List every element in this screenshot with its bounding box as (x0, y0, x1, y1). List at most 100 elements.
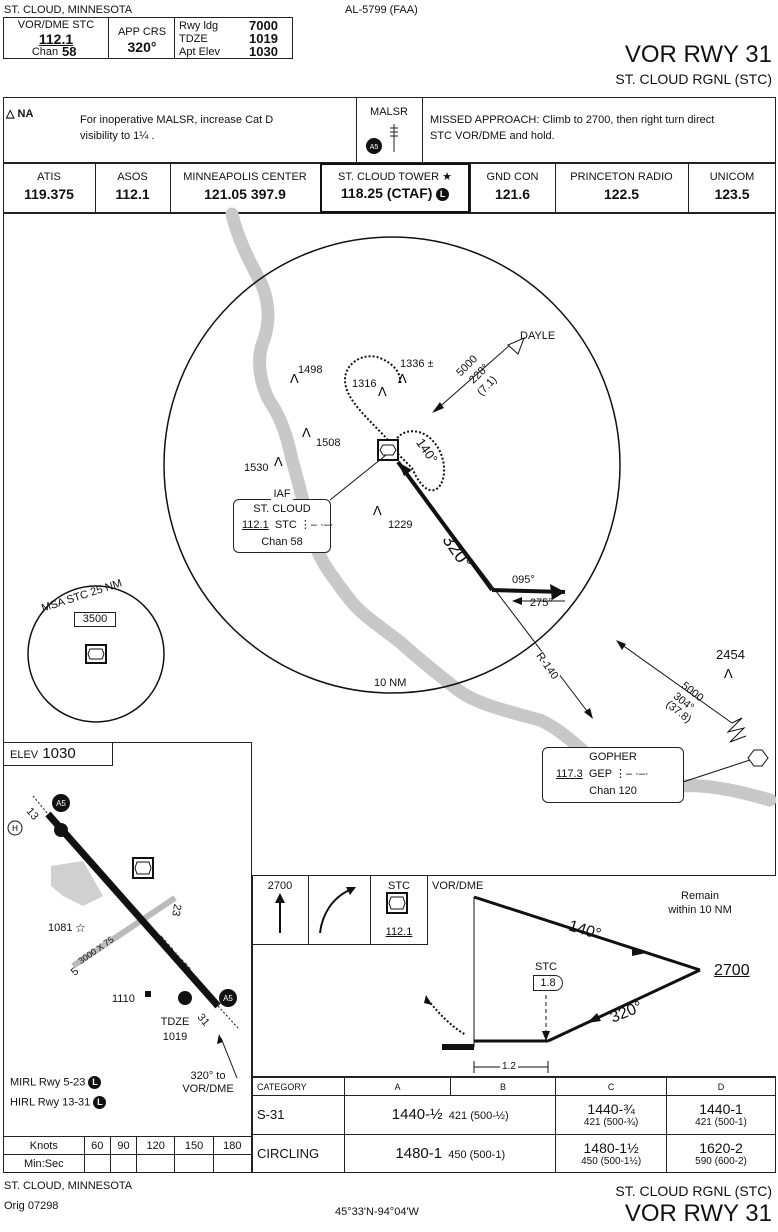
airport-crs-note-2: VOR/DME (182, 1083, 234, 1095)
note-line-2: visibility to 1¼ . (80, 130, 155, 142)
malsr-label: MALSR (370, 106, 408, 118)
footer-coords: 45°33'N-94°04'W (335, 1206, 419, 1218)
obstacle-icon: Λ (724, 666, 733, 681)
minimums-ab-cell: 1480-1 450 (500-1) (344, 1133, 557, 1173)
msa-circle (27, 585, 165, 723)
msa-vor-icon (85, 644, 107, 664)
timing-header: 180 (212, 1136, 253, 1155)
obstacle-1336: 1336 ± (400, 358, 434, 370)
notes-box (3, 97, 776, 163)
timing-header: Knots (3, 1136, 85, 1155)
timing-row-label: Min:Sec (3, 1154, 85, 1173)
airport-tdze: 1019 (162, 1031, 188, 1043)
plan-view-frame (3, 213, 776, 1173)
obstacle-icon: Λ (302, 425, 311, 440)
obstacle-icon: Λ (290, 371, 299, 386)
icon-climb-alt: 2700 (267, 880, 293, 892)
obstacle-2454: 2454 (716, 647, 745, 662)
comm-radio-name: PRINCETON RADIO (570, 171, 673, 183)
missed-approach-2: STC VOR/DME and hold. (430, 130, 555, 142)
runway-light-icon (178, 991, 192, 1005)
obstacle-1229: 1229 (388, 519, 413, 531)
profile-dist-12: 1.2 (500, 1061, 518, 1072)
comm-gnd-name: GND CON (486, 171, 539, 183)
rwy-ldg-label: Rwy ldg (179, 20, 219, 32)
obstacle-1530: 1530 (244, 462, 269, 474)
tdze: 1019 (249, 31, 278, 46)
obstacle-icon: Λ (378, 384, 387, 399)
ten-nm-label: 10 NM (372, 677, 409, 690)
comm-unicom-freq: 123.5 (714, 186, 750, 202)
footer-procedure-title: VOR RWY 31 (624, 1200, 772, 1227)
header-info-box (3, 17, 293, 59)
app-crs: 320° (127, 39, 157, 55)
footer-airport-name: ST. CLOUD RGNL (STC) (615, 1183, 772, 1199)
missed-hold-path (343, 355, 402, 441)
icon-stc: STC (388, 880, 410, 892)
iaf-chan: Chan 58 (261, 536, 303, 548)
radial-140 (397, 461, 591, 716)
obstacle-1316: 1316 (352, 378, 377, 390)
footer-orig: Orig 07298 (4, 1200, 59, 1212)
obstacle-1508: 1508 (316, 437, 341, 449)
minimums-ab-cell: 1440-½ 421 (500-½) (344, 1095, 557, 1135)
gopher-route (617, 641, 733, 724)
obstacle-icon: Λ (274, 454, 283, 469)
obstacle-1498: 1498 (298, 364, 323, 376)
header-location: ST. CLOUD, MINNESOTA (4, 4, 133, 16)
airport-name: ST. CLOUD RGNL (STC) (615, 71, 772, 87)
dayle-fix-icon (507, 337, 525, 355)
rwy-ldg: 7000 (249, 18, 278, 33)
note-line-1: For inoperative MALSR, increase Cat D (80, 114, 274, 126)
dayle-route (435, 344, 511, 411)
comm-tower-name: ST. CLOUD TOWER ★ (338, 171, 452, 183)
icon-stc-freq: 112.1 (385, 926, 413, 938)
minimums-row-label: CIRCLING (251, 1133, 346, 1173)
ten-nm-ring (163, 236, 621, 694)
obstacle-icon: Λ (398, 371, 407, 386)
gopher-freq-row: 117.3 GEP ⋮– ·–· (556, 768, 649, 780)
runway-13-31 (45, 811, 221, 1009)
tdze-label: TDZE (179, 33, 208, 45)
airport-vordme-icon (132, 857, 154, 879)
vor-label: VOR/DME STC (17, 19, 95, 31)
dayle-label: DAYLE (520, 330, 556, 342)
hirl-row: HIRL Rwy 13-31 L (10, 1096, 107, 1109)
apt-elev: 1030 (249, 44, 278, 59)
profile-alt-2700: 2700 (714, 962, 750, 979)
comm-atis-name: ATIS (37, 171, 61, 183)
comm-gnd-freq: 121.6 (494, 186, 531, 202)
warning-triangle-icon: △ (6, 108, 15, 120)
stc-vordme-icon (377, 439, 399, 461)
comm-unicom-name: UNICOM (709, 171, 755, 183)
vor-chan: 58 (62, 44, 77, 59)
malsr-icon: A5 (366, 124, 398, 154)
heliport-icon (7, 820, 23, 836)
remain-2: within 10 NM (668, 904, 732, 916)
minimums-header: B (449, 1077, 557, 1096)
l-lighting-icon: L (88, 1076, 102, 1089)
gopher-box (542, 747, 684, 803)
app-crs-label: APP CRS (117, 26, 167, 38)
footer-location: ST. CLOUD, MINNESOTA (4, 1180, 133, 1192)
comm-asos-name: ASOS (117, 171, 148, 183)
runway-5-23 (71, 895, 177, 969)
tower-box (320, 163, 470, 213)
beacon-star-icon: ☆ (75, 921, 86, 935)
svg-text:A5: A5 (370, 144, 379, 151)
obstacle-icon: Λ (373, 503, 382, 518)
minimums-row-label: S-31 (251, 1095, 346, 1135)
minimums-table: CATEGORY A B C D S-31 1440-½ 421 (500-½)… (251, 1077, 776, 1173)
timing-header: 90 (109, 1136, 138, 1155)
timing-header: 150 (174, 1136, 214, 1155)
iaf-freq-row: 112.1 STC ⋮– ·–· (242, 519, 334, 531)
pt-inbound: 275° (530, 597, 553, 609)
msa-alt: 3500 (74, 612, 116, 627)
svg-text:A5: A5 (223, 994, 233, 1003)
malsr-a5-icon (219, 989, 237, 1007)
gopher-chan: Chan 120 (589, 785, 637, 797)
svg-text:A5: A5 (56, 799, 66, 808)
